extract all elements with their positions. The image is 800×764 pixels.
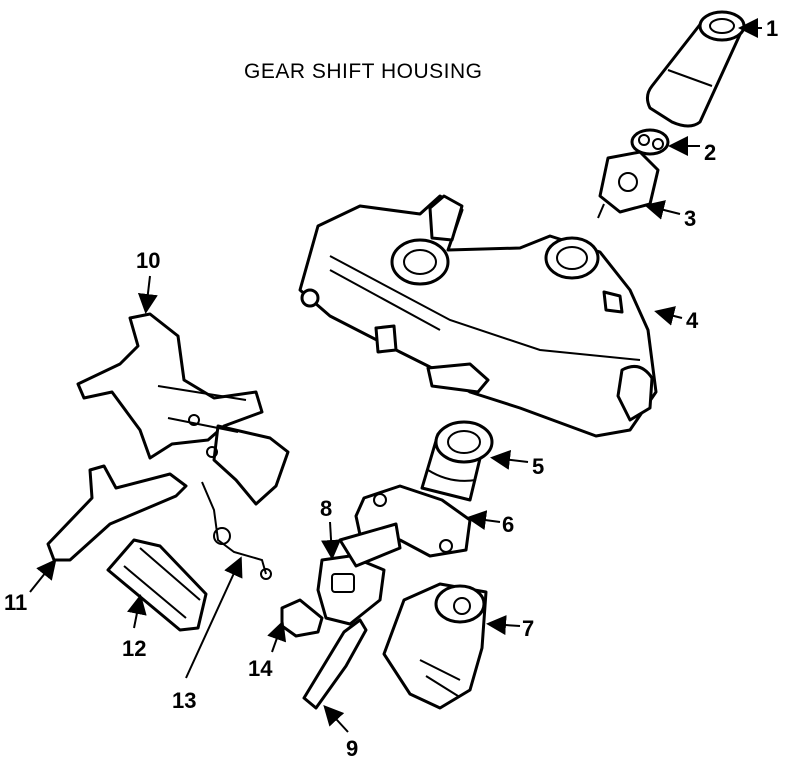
callout-5: 5: [532, 454, 544, 479]
part-14-clip: [280, 598, 324, 638]
part-7-switch: [382, 582, 488, 710]
leader-lines: [29, 18, 762, 733]
callout-3: 3: [684, 206, 696, 231]
part-12-plate: [106, 538, 208, 632]
callout-10: 10: [136, 248, 160, 273]
part-3-retainer: [597, 150, 660, 219]
callout-12: 12: [122, 636, 146, 661]
part-9-lever: [302, 618, 368, 710]
part-10-bracket: [76, 312, 290, 506]
part-2-ring: [630, 128, 670, 156]
diagram-title: GEAR SHIFT HOUSING: [244, 60, 483, 83]
part-1-lock-cylinder: [645, 10, 746, 128]
callout-8: 8: [320, 496, 332, 521]
callout-2: 2: [704, 140, 716, 165]
callout-14: 14: [248, 656, 273, 681]
part-13-wire: [201, 481, 272, 580]
callout-13: 13: [172, 688, 196, 713]
callout-11: 11: [4, 590, 27, 615]
part-8-actuator: [316, 522, 402, 626]
callout-1: 1: [766, 16, 778, 41]
part-11-arm: [46, 464, 188, 562]
callout-6: 6: [502, 512, 514, 537]
callout-4: 4: [686, 308, 699, 333]
callout-7: 7: [522, 616, 534, 641]
callout-labels: 1 2 3 4 5 6 7 8 9 10 11 12 13 14: [4, 16, 778, 761]
part-5-tube: [420, 420, 494, 502]
callout-9: 9: [346, 736, 358, 761]
part-4-main-housing: [298, 194, 658, 438]
